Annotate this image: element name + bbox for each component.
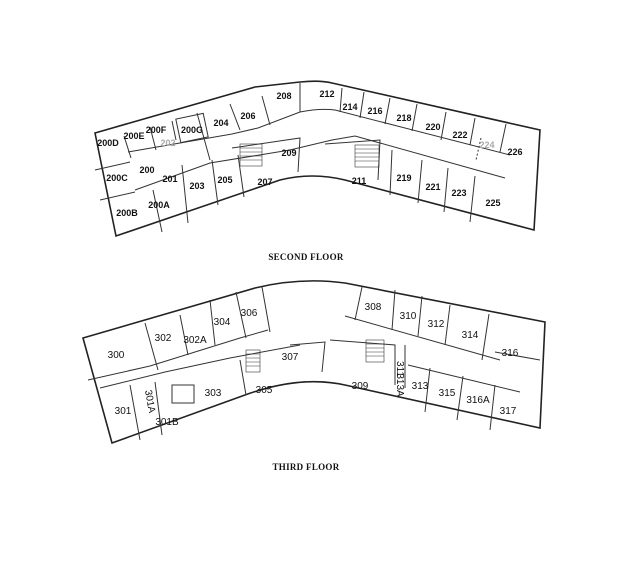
room-label: 301B — [155, 417, 179, 428]
room-label: 211 — [352, 176, 367, 186]
room-label: 315 — [439, 388, 456, 399]
room-label: 200A — [148, 200, 170, 210]
room-label: 311 — [394, 361, 405, 377]
third-floor-corridor-top — [87, 315, 501, 381]
room-label: 314 — [462, 330, 479, 341]
third-floor-stair-left — [245, 349, 261, 373]
room-label: 200F — [146, 125, 167, 135]
second-floor-stair-left — [239, 143, 263, 167]
third-floor-corridor-bottom — [99, 344, 521, 393]
third-floor-outline — [82, 280, 546, 445]
room-label: 220 — [425, 122, 440, 132]
second-floor-outline — [94, 80, 541, 238]
room-label: 222 — [452, 130, 467, 140]
room-label: 221 — [425, 182, 440, 192]
room-label: 200D — [97, 138, 119, 148]
room-label: 200C — [106, 173, 128, 183]
room-label: 204 — [213, 118, 228, 128]
room-label: 203 — [189, 181, 204, 191]
room-label: 216 — [367, 106, 382, 116]
room-label: 310 — [400, 311, 417, 322]
third-floor-title: THIRD FLOOR — [272, 462, 339, 472]
room-label: 206 — [240, 111, 255, 121]
second-floor-title: SECOND FLOOR — [268, 252, 344, 262]
room-label: 307 — [282, 352, 299, 363]
room-label: 219 — [396, 173, 411, 183]
room-label: 301 — [115, 406, 132, 417]
room-label: 207 — [257, 177, 272, 187]
room-label: 200 — [139, 165, 154, 175]
room-label: 201 — [162, 174, 177, 184]
room-label: 303 — [205, 388, 222, 399]
third-floor-stair-right — [365, 339, 385, 363]
second-floor-plan: 200D 200E 200F 200G 204 206 208 212 214 … — [94, 80, 541, 262]
room-label: 302A — [183, 335, 207, 346]
room-label: 202 — [160, 138, 175, 148]
room-label: 208 — [276, 91, 291, 101]
room-label: 225 — [485, 198, 500, 208]
room-label: 223 — [451, 188, 466, 198]
room-label: 308 — [365, 302, 382, 313]
room-label: 200B — [116, 208, 138, 218]
room-label: 205 — [217, 175, 232, 185]
room-label: 309 — [352, 381, 369, 392]
room-label: 304 — [214, 317, 231, 328]
room-label: 312 — [428, 319, 445, 330]
second-floor-corridor-top — [127, 108, 511, 156]
room-label: 224 — [479, 140, 494, 150]
room-label: 226 — [507, 147, 522, 157]
room-label: 218 — [396, 113, 411, 123]
room-label: 313A — [394, 373, 405, 397]
third-floor-plan: 300 302 302A 304 306 307 303 305 301 301… — [82, 280, 546, 472]
room-label: 301A — [142, 389, 157, 414]
room-label: 313 — [412, 381, 429, 392]
room-label: 302 — [155, 333, 172, 344]
room-label: 306 — [241, 308, 258, 319]
room-label: 300 — [108, 350, 125, 361]
room-label: 305 — [256, 385, 273, 396]
room-label: 212 — [319, 89, 334, 99]
room-label: 209 — [281, 148, 296, 158]
second-floor-stair-right — [354, 144, 380, 168]
room-label: 317 — [500, 406, 517, 417]
room-label: 316A — [466, 395, 490, 406]
room-label: 214 — [342, 102, 357, 112]
room-label: 316 — [502, 348, 519, 359]
room-label: 200E — [123, 131, 144, 141]
room-label: 200G — [181, 125, 203, 135]
